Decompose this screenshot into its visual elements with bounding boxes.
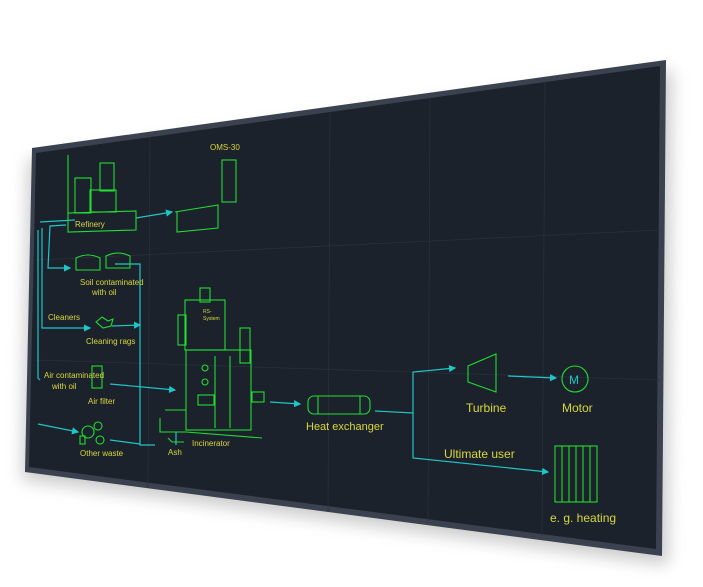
equipment	[67, 155, 598, 503]
air-filter-label: Air filter	[88, 397, 115, 406]
panel	[29, 66, 660, 549]
air-contaminated-label-2: with oil	[51, 382, 77, 391]
flow-lines	[37, 209, 558, 475]
soil-containers-icon	[75, 252, 131, 271]
heat-exchanger-icon	[307, 395, 371, 415]
incinerator-icon	[159, 287, 265, 443]
heating-label: e. g. heating	[550, 511, 616, 525]
heat-exchanger-label: Heat exchanger	[306, 421, 384, 433]
other-waste-icon	[79, 421, 105, 445]
radiator-icon	[554, 445, 598, 503]
ultimate-user-label: Ultimate user	[444, 447, 515, 461]
cleaners-label: Cleaners	[48, 313, 80, 322]
soil-label-1: Soil contaminated	[80, 278, 144, 287]
air-filter-icon	[91, 365, 103, 389]
ash-label: Ash	[168, 448, 182, 457]
motor-symbol: M	[569, 373, 579, 387]
turbine-icon	[467, 353, 497, 393]
incinerator-label: Incinerator	[192, 439, 230, 448]
motor-icon	[561, 365, 589, 393]
oms-30-icon	[174, 159, 237, 233]
turbine-label: Turbine	[466, 401, 507, 415]
oms-30-label: OMS-30	[210, 143, 240, 152]
refinery-icon	[67, 155, 137, 233]
cleaning-rags-label: Cleaning rags	[86, 337, 135, 346]
air-contaminated-label-1: Air contaminated	[44, 371, 104, 380]
cleaning-rags-icon	[95, 316, 114, 329]
refinery-label: Refinery	[75, 220, 105, 229]
soil-label-2: with oil	[91, 288, 117, 297]
motor-label: Motor	[562, 401, 593, 415]
rs-system-label-1: RS-	[203, 309, 212, 315]
other-waste-label: Other waste	[80, 449, 124, 458]
rs-system-label-2: System	[203, 316, 220, 322]
